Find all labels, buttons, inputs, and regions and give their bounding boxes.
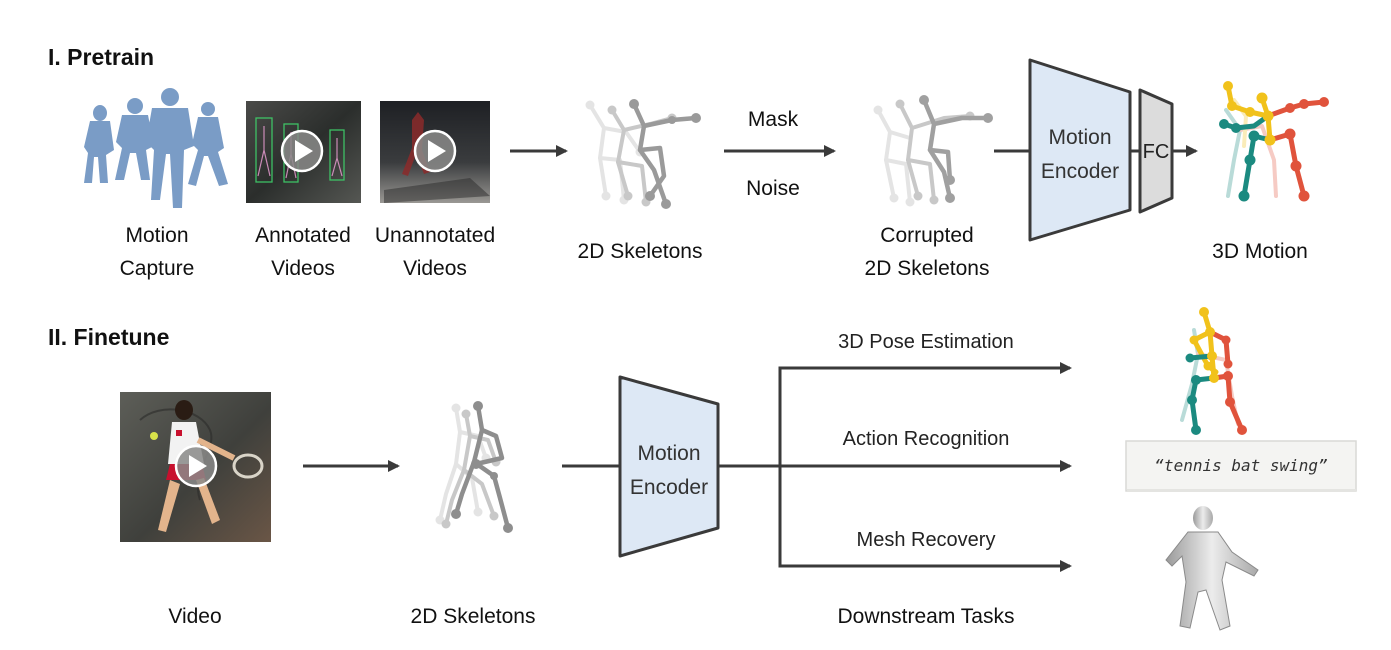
motion-encoder-finetune: Motion Encoder [618, 375, 720, 558]
unannotated-label-line2: Videos [403, 257, 467, 280]
tennis-video-thumbnail[interactable] [120, 392, 271, 542]
play-icon[interactable] [174, 444, 218, 488]
mesh-recovery-output [1165, 506, 1259, 631]
finetune-section-title: II. Finetune [48, 324, 169, 350]
annotated-video-thumbnail[interactable] [246, 101, 361, 203]
motion-encoder-pretrain: Motion Encoder [1028, 58, 1132, 242]
skeleton-2d-corrupted [873, 95, 993, 207]
task-3d-pose-label: 3D Pose Estimation [838, 331, 1014, 353]
mask-label: Mask [748, 108, 799, 131]
downstream-tasks-label: Downstream Tasks [837, 605, 1014, 628]
play-icon[interactable] [413, 129, 457, 173]
unannotated-video-thumbnail[interactable] [380, 101, 490, 203]
corrupted-label-line1: Corrupted [880, 224, 973, 247]
arrow-right-icon [778, 362, 1072, 466]
action-recognition-output: “tennis bat swing” [1154, 456, 1327, 475]
skeleton-2d-finetune [435, 401, 513, 533]
unannotated-label-line1: Unannotated [375, 224, 495, 247]
video-label: Video [168, 605, 221, 628]
output-3d-motion-label: 3D Motion [1212, 240, 1308, 263]
annotated-label-line2: Videos [271, 257, 335, 280]
encoder-label-line1: Motion [637, 442, 700, 465]
arrow-right-icon [778, 466, 1072, 572]
mocap-label-line1: Motion [125, 224, 188, 247]
encoder-label-line2: Encoder [1041, 160, 1119, 183]
encoder-label-line1: Motion [1048, 126, 1111, 149]
pretrain-skeletons-label: 2D Skeletons [578, 240, 703, 263]
motion-capture-figures [84, 88, 228, 208]
fc-label: FC [1143, 141, 1170, 163]
skeleton-2d-pretrain [585, 99, 701, 209]
encoder-label-line2: Encoder [630, 476, 708, 499]
noise-label: Noise [746, 177, 800, 200]
task-branches [718, 362, 1072, 572]
fc-layer: FC [1138, 88, 1174, 214]
pretrain-section-title: I. Pretrain [48, 44, 154, 70]
mocap-label-line2: Capture [120, 257, 195, 280]
skeleton-3d-motion [1219, 81, 1329, 202]
annotated-label-line1: Annotated [255, 224, 351, 247]
task-action-label: Action Recognition [843, 428, 1010, 450]
play-icon[interactable] [280, 129, 324, 173]
corrupted-label-line2: 2D Skeletons [865, 257, 990, 280]
action-recognition-output-box: “tennis bat swing” [1125, 440, 1357, 492]
task-mesh-label: Mesh Recovery [857, 529, 996, 551]
finetune-skeletons-label: 2D Skeletons [411, 605, 536, 628]
skeleton-3d-pose-output [1180, 307, 1247, 435]
